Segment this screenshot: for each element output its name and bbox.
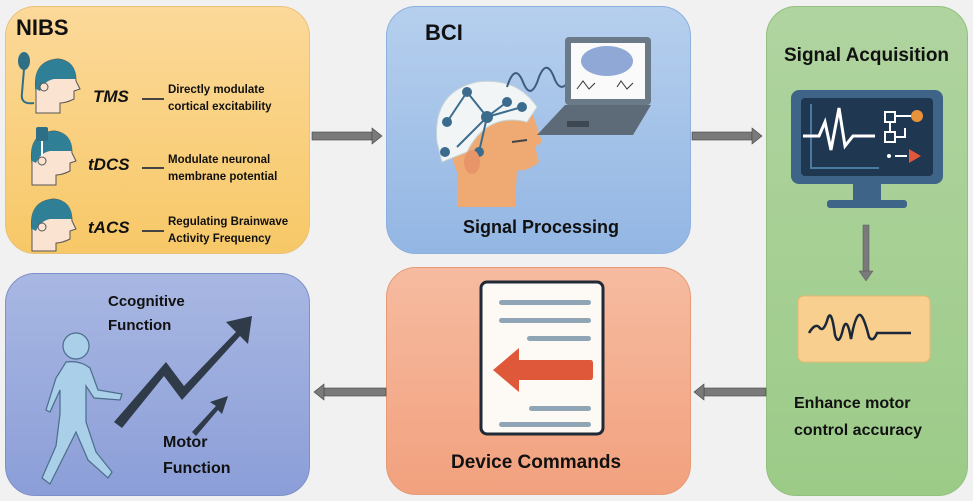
nibs-title: NIBS — [16, 15, 69, 40]
tms-description-line1: Directly modulate — [168, 84, 265, 96]
tacs-label: tACS — [88, 218, 130, 237]
tdcs-label: tDCS — [88, 155, 130, 174]
tacs-head-icon — [30, 198, 77, 252]
motor-growth-arrow-icon — [192, 396, 228, 436]
laptop-icon — [537, 37, 651, 135]
cognitive-function-label: Ccognitive Function — [108, 290, 185, 338]
outcome-panel: Ccognitive Function Motor Function — [5, 273, 310, 496]
tdcs-head-icon — [30, 127, 77, 186]
arrow-acquisition-to-device — [693, 383, 767, 401]
bci-caption: Signal Processing — [463, 217, 620, 237]
tacs-description-line1: Regulating Brainwave — [168, 216, 289, 228]
down-arrow-icon — [858, 224, 874, 282]
bci-title: BCI — [425, 20, 463, 45]
eeg-cap-head-icon — [436, 80, 542, 207]
cognitive-growth-arrow-icon — [114, 316, 252, 428]
eeg-wire-icon — [506, 66, 574, 92]
signal-acquisition-panel: Signal Acquisition Enhance motor control… — [766, 6, 968, 496]
tms-head-icon — [18, 52, 81, 114]
monitor-waveform-icon — [791, 90, 943, 208]
acquisition-title: Signal Acquisition — [784, 45, 950, 66]
acquisition-caption-line2: control accuracy — [794, 422, 923, 439]
device-commands-panel: Device Commands — [386, 267, 691, 495]
motor-function-label: Motor Function — [163, 430, 231, 482]
device-caption: Device Commands — [451, 452, 622, 473]
tms-label: TMS — [93, 87, 129, 106]
cognitive-line2: Function — [108, 317, 172, 334]
tms-description-line2: cortical excitability — [168, 101, 272, 113]
cognitive-line1: Ccognitive — [108, 293, 185, 310]
tdcs-description-line1: Modulate neuronal — [168, 154, 271, 166]
tdcs-connector — [142, 167, 164, 169]
motor-line2: Function — [163, 460, 231, 477]
walking-person-icon — [41, 332, 123, 485]
tacs-connector — [142, 230, 164, 232]
tacs-description-line2: Activity Frequency — [168, 233, 271, 245]
arrow-device-to-outcome — [313, 383, 387, 401]
arrow-nibs-to-bci — [311, 127, 383, 145]
arrow-bci-to-acquisition — [691, 127, 763, 145]
acquisition-caption-line1: Enhance motor — [794, 395, 911, 412]
command-document-icon — [479, 280, 605, 436]
tms-connector — [142, 98, 164, 100]
acquisition-caption: Enhance motor control accuracy — [794, 390, 922, 444]
motor-line1: Motor — [163, 434, 208, 451]
bci-panel: BCI Signal Processing — [386, 6, 691, 254]
tdcs-description: Modulate neuronal membrane potential — [168, 152, 277, 186]
brainwave-signal-icon — [797, 295, 931, 363]
nibs-panel: NIBS TMS Directly modulate cortical exci… — [5, 6, 310, 254]
tacs-description: Regulating Brainwave Activity Frequency — [168, 214, 288, 248]
tdcs-description-line2: membrane potential — [168, 171, 278, 183]
tms-description: Directly modulate cortical excitability — [168, 82, 272, 116]
